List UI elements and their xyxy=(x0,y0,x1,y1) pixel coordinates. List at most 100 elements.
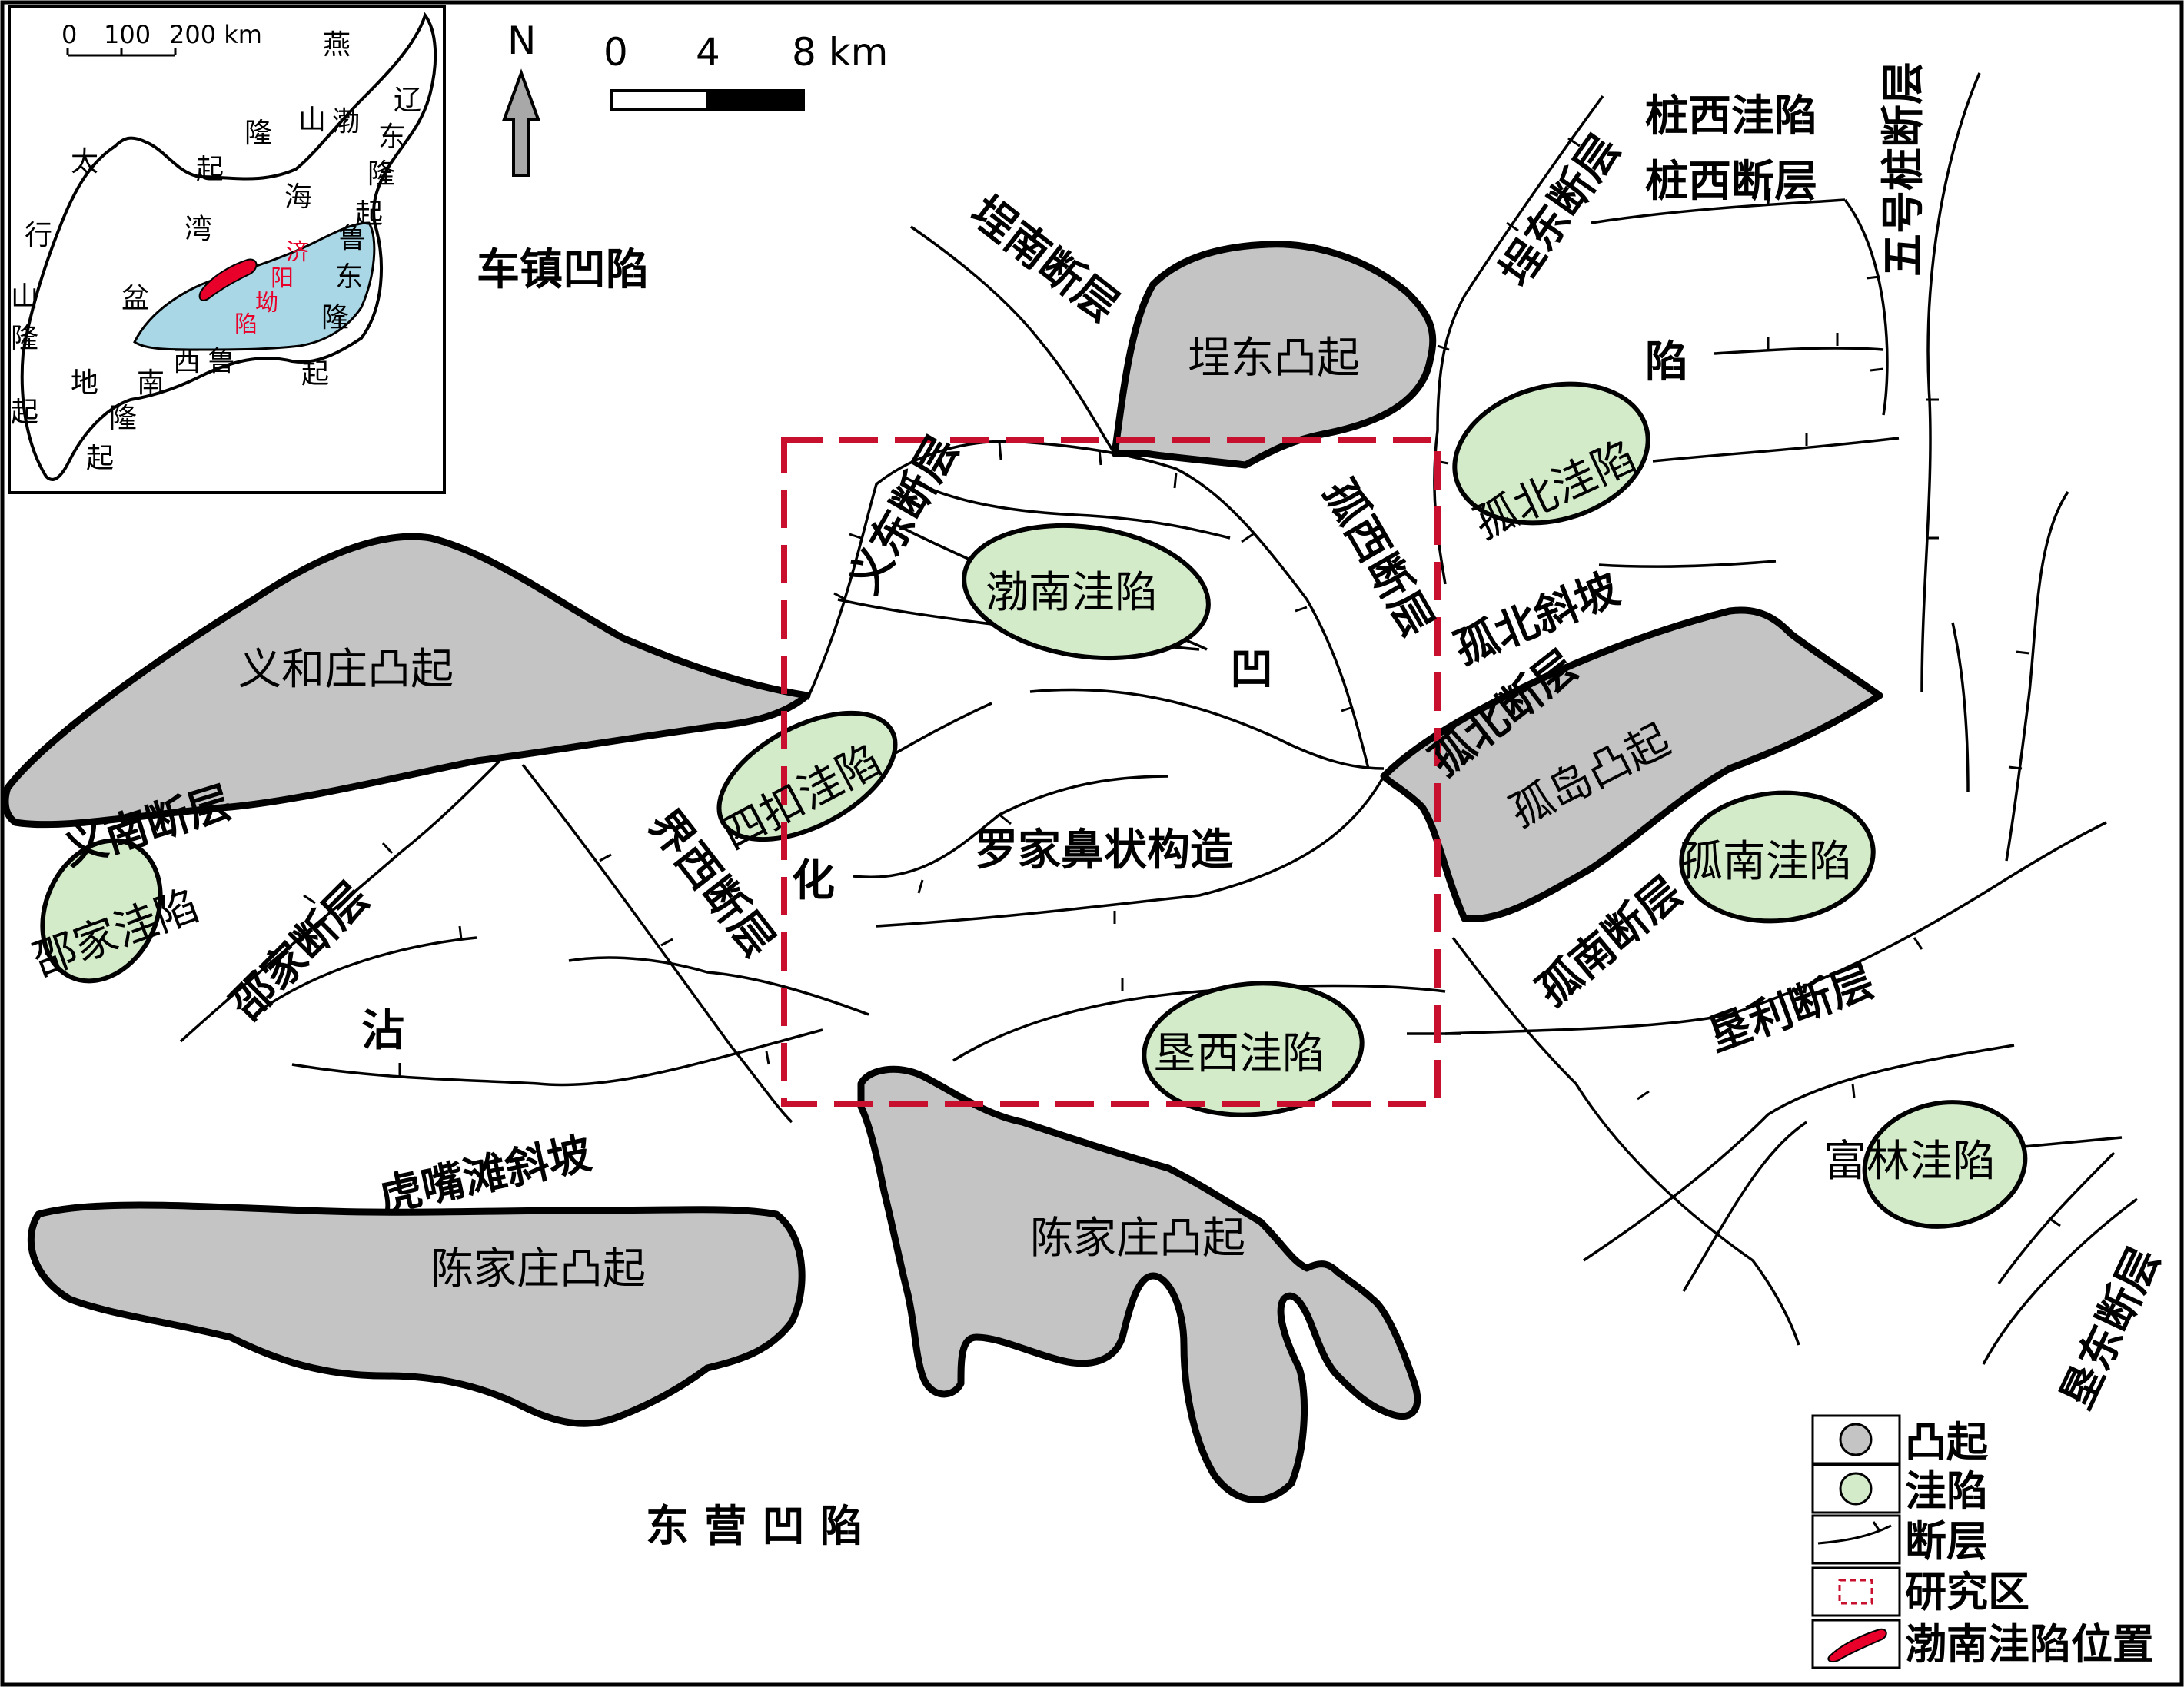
inset-label: 行 xyxy=(25,220,52,251)
fault-tick xyxy=(303,894,316,905)
fault-tick xyxy=(2048,1217,2061,1227)
north-arrow: N xyxy=(502,18,540,177)
fault-tick xyxy=(1295,606,1308,613)
scale-bar-label: 8 km xyxy=(792,30,888,75)
scale-bar: 0 4 8 km xyxy=(603,30,888,111)
inset-jiyang-label: 济 xyxy=(286,239,309,266)
wuhao-fault-label: 五号桩断层 xyxy=(1879,61,1929,277)
legend: 凸起 洼陷 断层 研究区 渤南洼陷位置 xyxy=(1811,1414,2154,1669)
legend-location-label: 渤南洼陷位置 xyxy=(1905,1620,2154,1669)
legend-fault-tick xyxy=(1872,1521,1881,1532)
fault-tick xyxy=(833,592,846,601)
zhan-fault-c xyxy=(291,1028,823,1087)
ao-label: 凹 xyxy=(1230,645,1273,695)
kenxi-sag-shape xyxy=(1142,981,1365,1117)
fault-tick xyxy=(599,853,612,862)
luojia-structure-label: 罗家鼻状构造 xyxy=(975,825,1233,875)
luojia-north-fault xyxy=(1029,688,1385,770)
fault-tick xyxy=(1851,1083,1856,1098)
legend-study-area-label: 研究区 xyxy=(1905,1568,2029,1616)
inset-label: 鲁 xyxy=(208,346,235,377)
legend-uplift-label: 凸起 xyxy=(1905,1418,1989,1466)
fault-tick xyxy=(2008,765,2023,770)
inset-label: 东 xyxy=(378,121,406,153)
zhuangxi-fault-label: 桩西断层 xyxy=(1645,157,1817,207)
kenli-fault-line xyxy=(1444,821,2107,1035)
inset-scale-label: 200 km xyxy=(169,20,262,49)
east-fault-a xyxy=(1714,347,1884,355)
inset-label: 隆 xyxy=(11,323,38,354)
inset-label: 辽 xyxy=(394,85,421,116)
inset-map: 0 100 200 km 燕 山 隆 起 太 行 山 隆 起 渤 海 湾 盆 地… xyxy=(8,5,446,494)
zhan-fault-a xyxy=(264,936,477,1008)
chengdong-uplift-shape xyxy=(1111,241,1437,469)
legend-study-area-symbol xyxy=(1838,1579,1873,1605)
fault-tick xyxy=(1866,275,1880,280)
fault-tick xyxy=(1870,367,1884,372)
fault-tick xyxy=(1767,188,1771,204)
inset-label: 隆 xyxy=(367,158,395,190)
legend-fault-label: 断层 xyxy=(1905,1517,1988,1566)
zhuangxi-fault-line xyxy=(1591,198,1846,224)
shaojia-sag-shape xyxy=(40,838,163,984)
bonan-sag-shape xyxy=(962,523,1211,661)
inset-label: 湾 xyxy=(184,214,212,245)
fault-tick xyxy=(1173,472,1178,489)
scale-bar-label: 4 xyxy=(696,30,720,75)
fulin-west-fault xyxy=(1682,1121,1807,1292)
kenxi-sag-label: 垦西洼陷 xyxy=(1153,1029,1325,1079)
gudao-north-fault xyxy=(1598,560,1777,568)
fault-tick xyxy=(1913,937,1923,950)
inset-label: 东 xyxy=(335,261,363,293)
fault-tick xyxy=(1567,137,1581,148)
inset-label: 鲁 xyxy=(338,223,366,254)
zhuangxi-fault-south xyxy=(1843,198,1889,416)
fault-tick xyxy=(765,1051,770,1065)
inset-label: 起 xyxy=(11,397,38,428)
inset-jiyang-label: 阳 xyxy=(271,265,294,292)
kendong-fault-line xyxy=(1982,1197,2139,1365)
fault-tick xyxy=(2016,650,2030,655)
fault-tick xyxy=(998,441,1002,460)
yihezhuang-uplift-shape xyxy=(2,533,811,829)
inset-bonan-location xyxy=(198,258,258,301)
scale-bar-white-segment xyxy=(610,89,709,111)
fault-tick xyxy=(1241,533,1254,543)
luojia-south-fault xyxy=(876,775,1385,928)
jiexi-fault-line xyxy=(521,763,793,1124)
north-arrow-label: N xyxy=(507,18,536,63)
legend-box xyxy=(1811,1566,1901,1617)
inset-label: 隆 xyxy=(109,403,137,434)
legend-sag-label: 洼陷 xyxy=(1905,1467,1988,1516)
bonan-north-fault xyxy=(903,475,1231,540)
zhan-fault-b xyxy=(568,956,869,1016)
dongying-label: 东 营 凹 陷 xyxy=(646,1502,863,1552)
east-fault-d xyxy=(1951,622,1970,792)
fault-tick xyxy=(1728,1021,1733,1037)
fault-tick xyxy=(660,938,673,947)
fulin-east-fault xyxy=(1997,1151,2116,1285)
legend-uplift-symbol xyxy=(1839,1423,1873,1456)
fulin-north-fault xyxy=(1583,1044,2015,1262)
fault-tick xyxy=(1437,344,1450,351)
chezhen-label: 车镇凹陷 xyxy=(477,245,649,295)
inset-label: 西 xyxy=(173,346,201,377)
hua-label: 化 xyxy=(792,856,835,906)
fault-tick xyxy=(917,879,924,894)
inset-label: 海 xyxy=(284,181,312,213)
north-arrow-icon xyxy=(502,68,540,177)
inset-label: 山 xyxy=(298,105,326,136)
inset-label: 起 xyxy=(196,154,224,185)
inset-scale-label: 0 xyxy=(61,20,77,49)
fault-tick xyxy=(1506,221,1519,232)
chenjiazhuang-east-uplift-shape xyxy=(857,1065,1421,1503)
fault-ticks xyxy=(303,137,2061,1227)
legend-box xyxy=(1811,1514,1901,1565)
chenjiazhuang-west-uplift-label: 陈家庄凸起 xyxy=(430,1244,646,1294)
chengnan-fault-line xyxy=(910,225,1116,454)
inset-jiyang-label: 坳 xyxy=(255,290,278,317)
gunan-sag-shape xyxy=(1679,790,1876,924)
inset-label: 起 xyxy=(86,443,114,474)
shaojia-fault-line xyxy=(179,759,501,1043)
inset-jiyang-label: 陷 xyxy=(234,311,258,338)
